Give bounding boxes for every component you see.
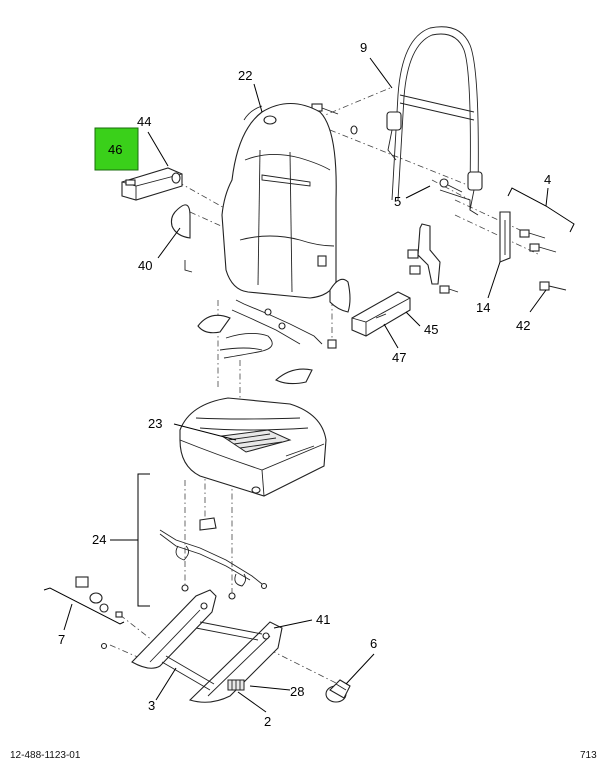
- callout-47: 47: [392, 350, 406, 365]
- left-armrest: [121, 167, 183, 201]
- seat-back: [221, 103, 337, 299]
- leader-lines: [63, 57, 575, 713]
- recline-bracket: [407, 223, 459, 294]
- headrest-frame: [386, 26, 483, 216]
- callout-45: 45: [424, 322, 438, 337]
- cable-assembly: [159, 517, 268, 600]
- callout-42: 42: [516, 318, 530, 333]
- callout-9: 9: [360, 40, 367, 55]
- page-number: 713: [580, 750, 597, 761]
- callout-7: 7: [58, 632, 65, 647]
- callout-24: 24: [92, 532, 106, 547]
- callout-2: 2: [264, 714, 271, 729]
- callout-4: 4: [544, 172, 551, 187]
- callout-44: 44: [137, 114, 151, 129]
- callout-3: 3: [148, 698, 155, 713]
- drawing-number: 12-488-1123-01: [10, 750, 81, 761]
- bracket-24: [137, 473, 150, 607]
- callout-14: 14: [476, 300, 490, 315]
- seat-base: [131, 589, 283, 703]
- small-parts-group: [43, 576, 125, 650]
- callout-23: 23: [148, 416, 162, 431]
- adjust-knob: [325, 679, 351, 703]
- right-bracket: [499, 211, 567, 291]
- callout-28: 28: [290, 684, 304, 699]
- callout-41: 41: [316, 612, 330, 627]
- callout-6: 6: [370, 636, 377, 651]
- callout-40: 40: [138, 258, 152, 273]
- left-side-cover: [170, 204, 193, 273]
- callout-22: 22: [238, 68, 252, 83]
- right-armrest: [329, 278, 411, 337]
- callouts: 22 9 44 46 40 5 4 14 42 45 47 23 24 41 6…: [58, 40, 551, 729]
- frame-bolts: [311, 103, 463, 193]
- seat-cushion: [179, 397, 327, 497]
- callout-5: 5: [394, 194, 401, 209]
- trim-pieces: [197, 299, 337, 385]
- callout-46: 46: [108, 142, 122, 157]
- highlighted-part-46[interactable]: [94, 127, 139, 171]
